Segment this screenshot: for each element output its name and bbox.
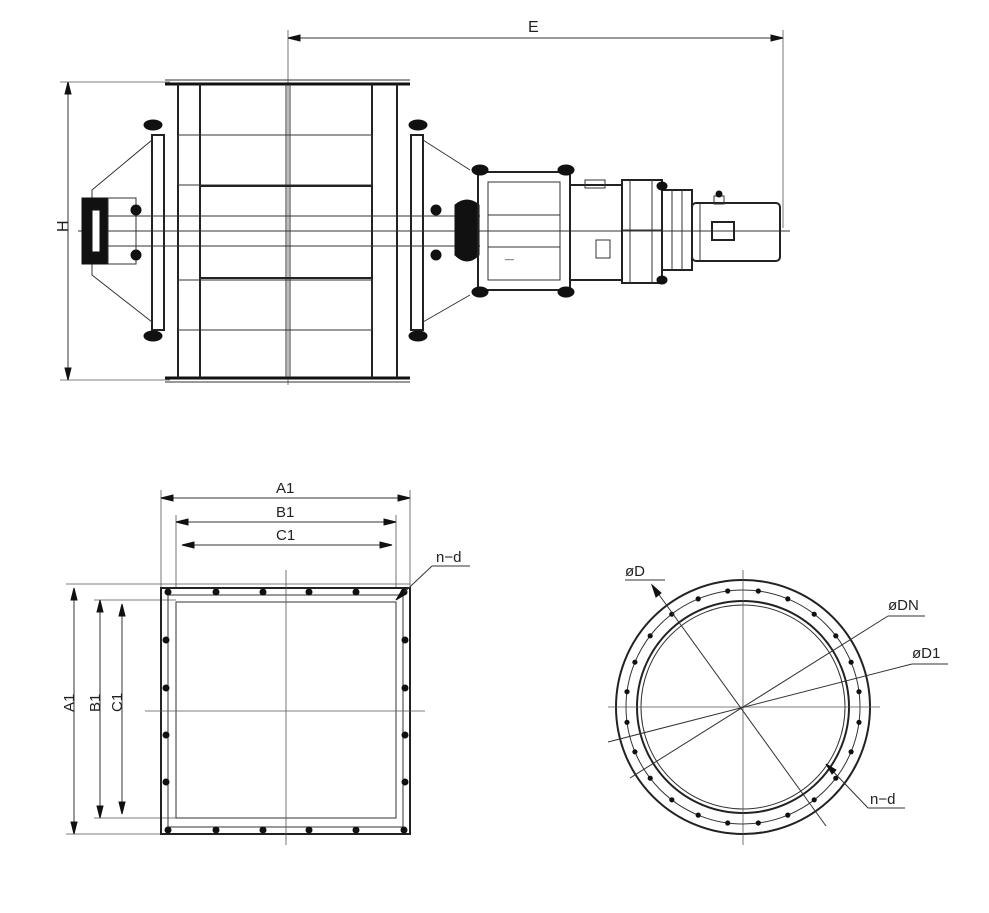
bolt-hole xyxy=(725,820,731,826)
bolt-hole xyxy=(755,588,761,594)
label-c1-vertical: C1 xyxy=(109,693,126,712)
motor xyxy=(691,190,781,262)
leader-phi-d: øD xyxy=(625,563,827,827)
bolt-hole xyxy=(695,596,701,602)
bolt-hole xyxy=(632,659,638,665)
bolt-hole xyxy=(695,812,701,818)
dimension-a1-vertical: A1 xyxy=(61,587,78,835)
square-flange-view: A1 B1 C1 A1 B1 xyxy=(61,480,470,845)
gear-reducer xyxy=(569,179,693,285)
label-nd-square: n−d xyxy=(436,549,461,566)
bolt-hole xyxy=(856,719,862,725)
label-h: H xyxy=(55,220,72,232)
shaft xyxy=(78,215,790,247)
bolt-hole xyxy=(856,689,862,695)
leader-phi-d1: øD1 xyxy=(607,645,948,743)
square-flange-bolt-holes xyxy=(162,588,409,834)
bolt-hole xyxy=(647,775,653,781)
label-phi-d1: øD1 xyxy=(912,645,940,662)
bolt-hole xyxy=(785,596,791,602)
bolt-hole xyxy=(624,689,630,695)
bolt-hole xyxy=(833,775,839,781)
label-phi-dn: øDN xyxy=(888,597,919,614)
bolt-hole xyxy=(811,797,817,803)
dimension-h: H xyxy=(55,81,170,381)
round-flange-bolt-holes xyxy=(624,588,862,826)
bolt-hole xyxy=(647,633,653,639)
bolt-hole xyxy=(725,588,731,594)
label-b1: B1 xyxy=(276,504,294,521)
label-b1-vertical: B1 xyxy=(87,694,104,712)
right-bearing xyxy=(408,119,480,342)
bolt-hole xyxy=(632,749,638,755)
bolt-hole xyxy=(755,820,761,826)
svg-text:—: — xyxy=(505,254,514,264)
leader-nd-round: n−d xyxy=(825,763,905,809)
dimension-c1-horizontal: C1 xyxy=(181,527,393,549)
bolt-hole xyxy=(669,797,675,803)
label-a1-vertical: A1 xyxy=(61,694,78,712)
label-phi-d: øD xyxy=(625,563,645,580)
dimension-c1-vertical: C1 xyxy=(109,603,126,815)
dimension-e: E xyxy=(287,19,784,385)
bolt-hole xyxy=(785,812,791,818)
label-a1: A1 xyxy=(276,480,294,497)
dimension-b1-vertical: B1 xyxy=(87,599,176,819)
dimension-a1-horizontal: A1 xyxy=(160,480,411,502)
left-bearing xyxy=(81,119,163,342)
bolt-hole xyxy=(811,611,817,617)
bolt-hole xyxy=(624,719,630,725)
leader-nd-square: n−d xyxy=(395,549,470,601)
bolt-hole xyxy=(833,633,839,639)
dimension-b1-horizontal: B1 xyxy=(175,504,397,526)
round-flange-view: øD øDN øD1 n−d xyxy=(607,563,948,845)
bolt-hole xyxy=(669,611,675,617)
bolt-hole xyxy=(848,659,854,665)
bolt-hole xyxy=(848,749,854,755)
label-e: E xyxy=(528,19,539,36)
leader-phi-dn: øDN xyxy=(629,597,925,779)
label-c1: C1 xyxy=(276,527,295,544)
side-elevation-view: E H xyxy=(55,19,790,385)
label-nd-round: n−d xyxy=(870,791,895,808)
